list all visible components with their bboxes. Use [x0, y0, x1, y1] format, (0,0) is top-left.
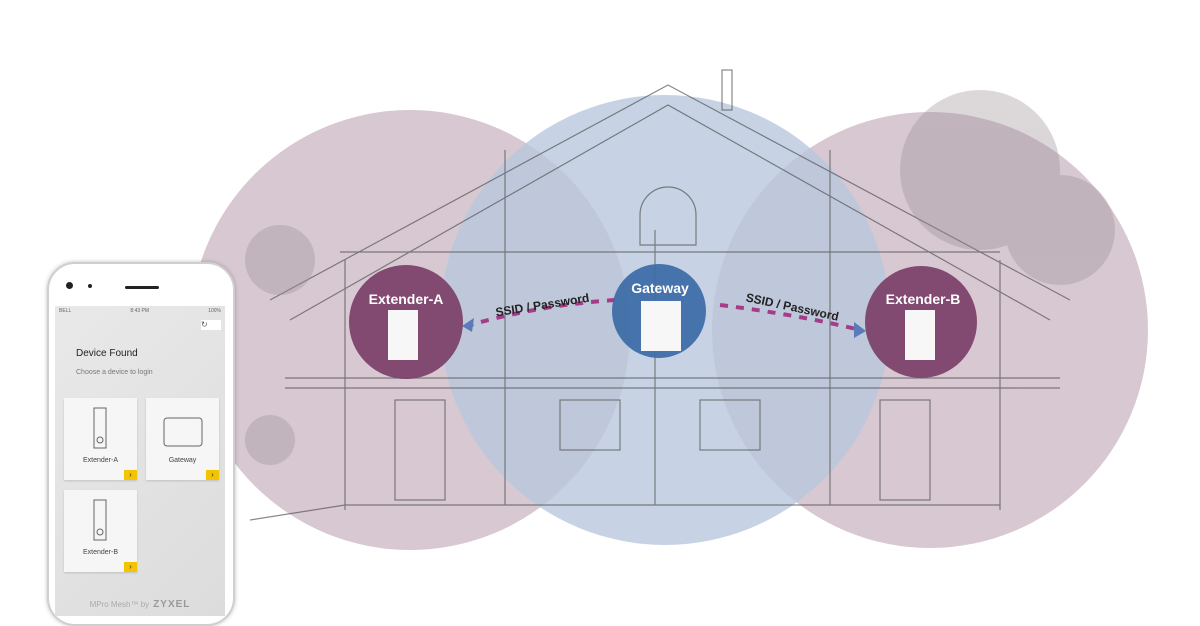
refresh-button[interactable]: ↻	[201, 320, 221, 330]
sensor-icon	[88, 284, 92, 288]
carrier: BELL	[59, 308, 72, 314]
extender-a-device-icon	[388, 310, 418, 360]
house-sketch	[249, 69, 1071, 521]
by-text: by	[140, 600, 150, 609]
screen-title: Device Found	[76, 348, 138, 359]
phone-mockup: BELL 8:43 PM 100% ↻ Device Found Choose …	[47, 262, 235, 626]
device-card-extender-b[interactable]: Extender-B ›	[64, 490, 137, 572]
link-left-dashed	[469, 298, 616, 327]
gateway-device-icon	[641, 301, 681, 351]
camera-icon	[66, 282, 73, 289]
battery: 100%	[208, 308, 221, 314]
chevron-right-icon[interactable]: ›	[206, 470, 219, 480]
device-card-extender-a[interactable]: Extender-A ›	[64, 398, 137, 480]
link-right-dashed	[719, 303, 861, 332]
extender-icon	[93, 407, 107, 449]
device-card-gateway[interactable]: Gateway ›	[146, 398, 219, 480]
brand-logo: ZYXEL	[153, 599, 191, 610]
device-label: Extender-B	[82, 549, 119, 556]
screen-subtitle: Choose a device to login	[76, 369, 153, 376]
app-screen: BELL 8:43 PM 100% ↻ Device Found Choose …	[55, 306, 225, 616]
gateway-icon	[163, 417, 203, 447]
device-label: Gateway	[168, 457, 197, 464]
chevron-right-icon[interactable]: ›	[124, 470, 137, 480]
device-label: Extender-A	[82, 457, 119, 464]
app-name: MPro Mesh™	[89, 600, 139, 609]
extender-b-device-icon	[905, 310, 935, 360]
arrow-left-icon	[462, 318, 474, 332]
status-bar: BELL 8:43 PM 100%	[55, 306, 225, 316]
foliage-right	[245, 90, 1115, 465]
extender-b-label: Extender-B	[885, 291, 961, 307]
speaker-icon	[125, 286, 159, 289]
extender-a-label: Extender-A	[368, 291, 444, 307]
mesh-diagram	[190, 69, 1148, 550]
gateway-label: Gateway	[631, 280, 689, 296]
refresh-icon: ↻	[201, 320, 208, 329]
arrow-right-icon	[854, 322, 866, 338]
extender-icon	[93, 499, 107, 541]
clock: 8:43 PM	[130, 308, 150, 314]
chevron-right-icon[interactable]: ›	[124, 562, 137, 572]
